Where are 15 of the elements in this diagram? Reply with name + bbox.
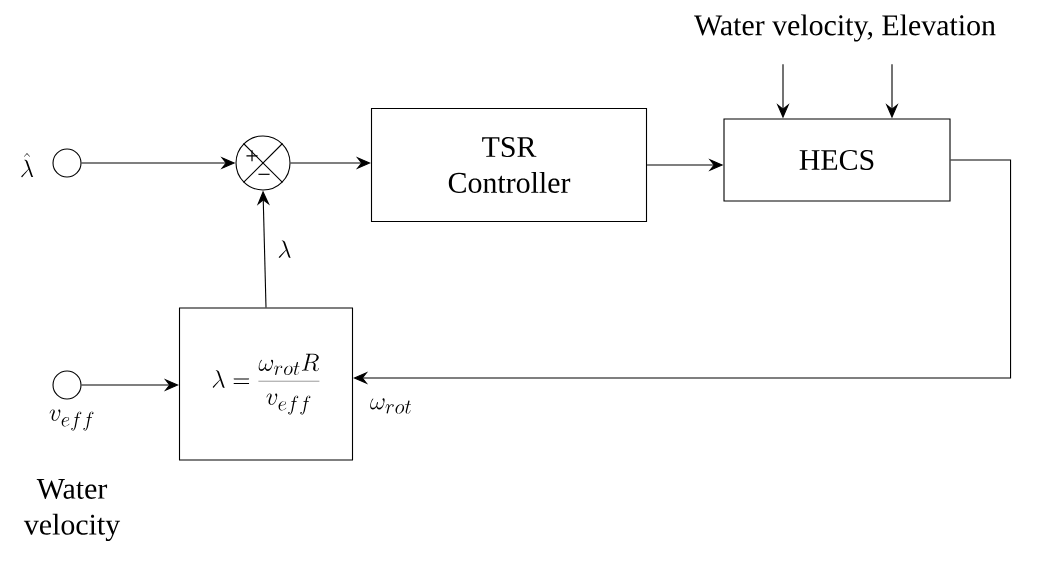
- input-terminal: [52, 148, 82, 178]
- minus-sign: −: [258, 173, 270, 175]
- summing-junction: [235, 135, 291, 191]
- edge-label: $\lambda$: [276, 239, 293, 259]
- edge-label: $\omega_{rot}$: [368, 397, 414, 415]
- symbol-label: $\hat{\lambda}$: [21, 153, 34, 178]
- caption-text: Water velocity: [23, 479, 121, 541]
- plus-sign: +: [246, 150, 258, 162]
- arrow: [353, 159, 1012, 385]
- controller-box: TSR Controller: [370, 107, 648, 223]
- input-terminal: [52, 370, 82, 400]
- process-box: HECS: [723, 118, 951, 202]
- input-label: Water velocity, Elevation: [694, 14, 996, 42]
- symbol-label: $v_{eff}$: [49, 409, 94, 431]
- formula-box: $\lambda = \frac{\omega_{rot}R}{v_{eff}}$: [178, 307, 354, 461]
